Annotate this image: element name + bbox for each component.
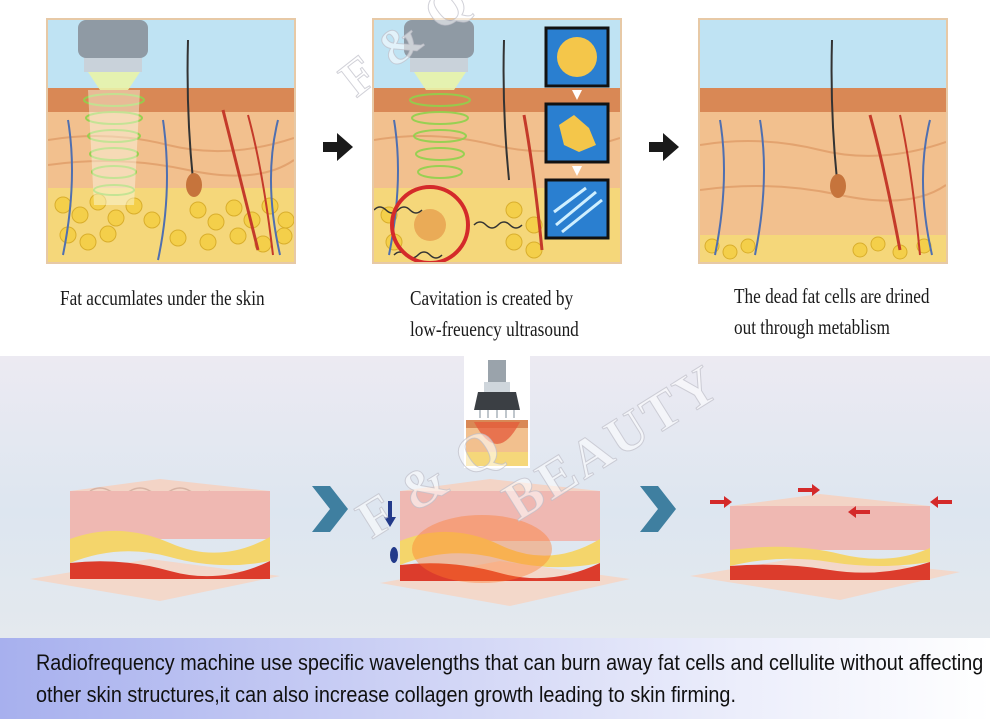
panel-fat-removed bbox=[698, 18, 948, 264]
chevron-right-icon bbox=[312, 486, 348, 532]
panel-cavitation bbox=[372, 18, 622, 264]
caption-step-2: Cavitation is created by low-freuency ul… bbox=[410, 283, 579, 345]
arrow-right-icon bbox=[323, 133, 353, 161]
skin-illustration-3 bbox=[700, 20, 946, 262]
tightening-arrows bbox=[710, 484, 952, 518]
radiofrequency-section: F & Q BEAUTY bbox=[0, 356, 990, 638]
cavitation-section: Fat accumlates under the skin Cavitation… bbox=[0, 0, 990, 356]
caption-line: out through metablism bbox=[734, 315, 890, 339]
caption-line: The dead fat cells are drined bbox=[734, 284, 930, 308]
skin-block-before bbox=[30, 479, 280, 601]
skin-illustration-1 bbox=[48, 20, 294, 262]
description-line-2: other skin structures,it can also increa… bbox=[36, 682, 736, 707]
panel-fat-accumulation bbox=[46, 18, 296, 264]
chevron-right-icon bbox=[640, 486, 676, 532]
skin-block-after bbox=[690, 484, 960, 600]
arrow-right-icon bbox=[649, 133, 679, 161]
skin-illustration-2 bbox=[374, 20, 620, 262]
caption-line: low-freuency ultrasound bbox=[410, 317, 579, 341]
description-banner: Radiofrequency machine use specific wave… bbox=[0, 638, 990, 719]
caption-line: Cavitation is created by bbox=[410, 286, 574, 310]
description-line-1: Radiofrequency machine use specific wave… bbox=[36, 650, 984, 675]
caption-step-3: The dead fat cells are drined out throug… bbox=[734, 281, 930, 343]
caption-line: Fat accumlates under the skin bbox=[60, 286, 265, 310]
rf-probe-illustration bbox=[464, 356, 530, 468]
skin-block-during bbox=[380, 479, 630, 606]
caption-step-1: Fat accumlates under the skin bbox=[60, 283, 265, 314]
cavitation-stages bbox=[544, 26, 610, 240]
